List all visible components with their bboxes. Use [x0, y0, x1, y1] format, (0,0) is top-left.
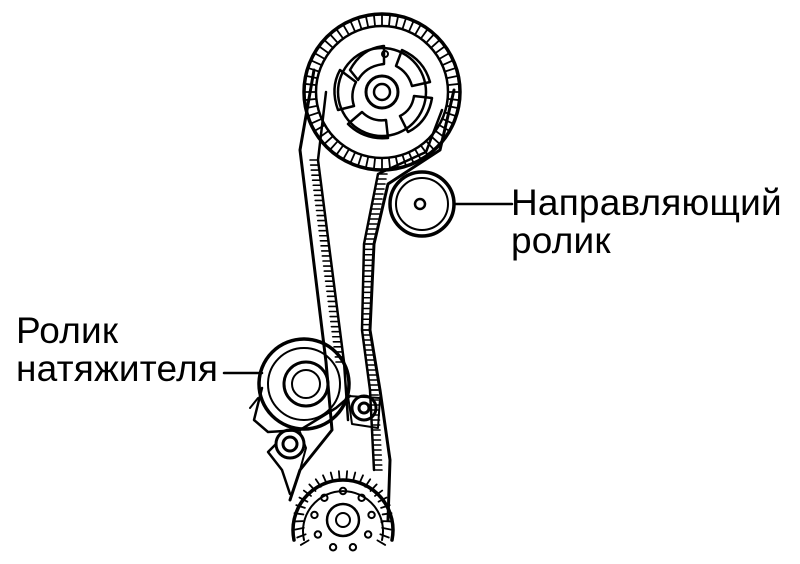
- pulley-tooth: [442, 61, 452, 65]
- camshaft-pulley: [304, 14, 460, 170]
- pulley-tooth: [402, 19, 405, 29]
- pulley-hole: [368, 512, 374, 518]
- pulley-tooth: [337, 30, 343, 39]
- pulley-tooth: [426, 35, 433, 43]
- pulley-tooth: [351, 152, 355, 162]
- pulley-tooth: [409, 22, 413, 32]
- pulley-tooth: [344, 25, 350, 35]
- guide-roller-label-line1: Направляющий: [511, 184, 782, 222]
- guide-roller-label-line2: ролик: [511, 222, 782, 260]
- belt-right-outer: [370, 90, 454, 520]
- pulley-tooth: [396, 17, 398, 28]
- pulley-tooth: [305, 84, 316, 85]
- belt-left-outer: [290, 70, 332, 500]
- pulley-tooth: [330, 141, 337, 149]
- pulley-tooth: [344, 149, 350, 159]
- crankshaft-pulley: [293, 471, 393, 550]
- pulley-tooth: [439, 54, 449, 60]
- crankshaft-pulley-holes: [311, 488, 375, 551]
- pulley-tooth: [315, 54, 325, 60]
- pulley-hole: [311, 512, 317, 518]
- pulley-tooth: [431, 136, 439, 143]
- pulley-tooth: [294, 513, 303, 514]
- guide-roller-label: Направляющий ролик: [511, 184, 782, 260]
- pulley-tooth: [309, 112, 319, 115]
- pulley-tooth: [445, 68, 455, 71]
- tensioner-roller-label: Ролик натяжителя: [16, 312, 218, 388]
- pulley-tooth: [383, 513, 392, 514]
- tensioner-roller-label-line2: натяжителя: [16, 350, 218, 388]
- pulley-tooth: [351, 22, 355, 32]
- pulley-tooth: [337, 145, 343, 154]
- pulley-tooth: [346, 471, 347, 480]
- pulley-tooth: [366, 157, 368, 168]
- pulley-tooth: [374, 158, 375, 169]
- crankshaft-pulley-teeth: [294, 471, 392, 545]
- tensioner-roller: [250, 339, 350, 432]
- pulley-tooth: [358, 155, 361, 165]
- pulley-hole: [358, 495, 364, 501]
- tensioner-pivot-bolt: [348, 396, 380, 428]
- camshaft-pulley-teeth: [305, 15, 459, 169]
- pulley-tooth: [358, 19, 361, 29]
- pulley-hole: [315, 531, 321, 537]
- pulley-tooth: [312, 119, 322, 123]
- pulley-tooth: [325, 40, 333, 47]
- pulley-tooth: [315, 125, 325, 131]
- pulley-tooth: [312, 61, 322, 65]
- pulley-tooth: [307, 76, 318, 78]
- pulley-tooth: [389, 158, 390, 169]
- pulley-hole: [330, 544, 336, 550]
- pulley-tooth: [435, 47, 444, 53]
- pulley-tooth: [447, 76, 458, 78]
- pulley-tooth: [374, 15, 375, 26]
- pulley-hole: [350, 544, 356, 550]
- pulley-hole: [321, 495, 327, 501]
- pulley-tooth: [305, 99, 316, 100]
- pulley-tooth: [366, 17, 368, 28]
- pulley-tooth: [431, 40, 439, 47]
- guide-roller: [390, 172, 454, 236]
- tensioner-roller-label-line1: Ролик: [16, 312, 218, 350]
- pulley-tooth: [448, 84, 459, 85]
- pulley-tooth: [339, 471, 340, 480]
- pulley-tooth: [330, 35, 337, 43]
- pulley-tooth: [325, 136, 333, 143]
- pulley-tooth: [389, 15, 390, 26]
- pulley-tooth: [447, 106, 458, 108]
- pulley-tooth: [415, 25, 421, 35]
- tensioner-spring-bolt: [268, 430, 306, 494]
- pulley-hole: [365, 531, 371, 537]
- pulley-tooth: [320, 47, 329, 53]
- pulley-tooth: [448, 99, 459, 100]
- pulley-tooth: [421, 30, 427, 39]
- pulley-tooth: [301, 540, 309, 545]
- timing-mark: [381, 521, 384, 524]
- pulley-tooth: [377, 540, 385, 545]
